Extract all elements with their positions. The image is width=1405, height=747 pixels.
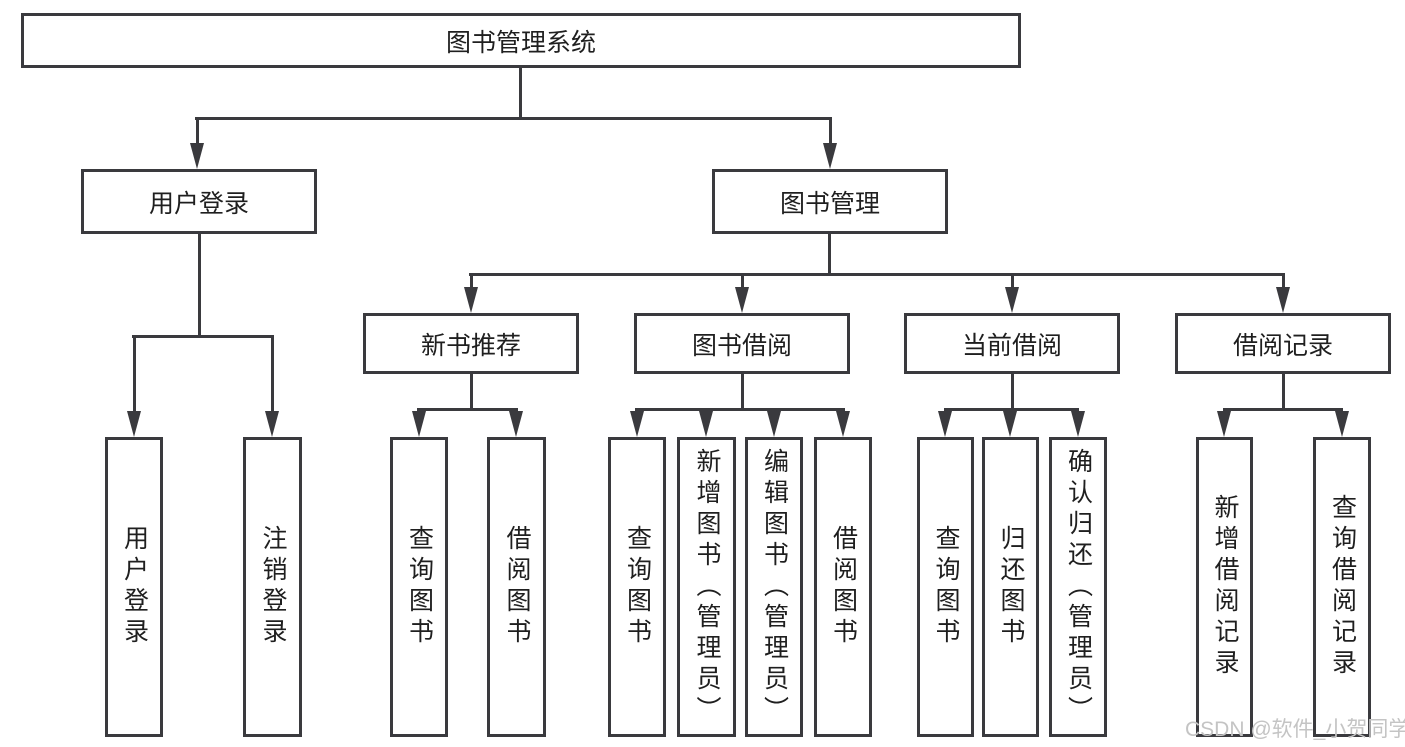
leaf-logout-action: 注销登录 [243, 437, 302, 737]
node-new-book-recommend-label: 新书推荐 [420, 331, 521, 360]
leaf-add-books-admin: 新增图书（管理员） [677, 437, 736, 737]
leaf-return-books-label: 归还图书 [997, 525, 1025, 649]
node-book-management: 图书管理 [712, 169, 948, 234]
leaf-confirm-return-admin-label: 确认归还（管理员） [1064, 447, 1093, 727]
node-book-management-label: 图书管理 [779, 189, 880, 218]
leaf-user-login-action-label: 用户登录 [120, 525, 149, 649]
arrowhead-g5-query [1335, 411, 1349, 437]
connector-drop-book-management [829, 117, 832, 143]
arrowhead-g4-confirm [1071, 411, 1085, 437]
arrowhead-new-book [464, 287, 478, 313]
arrowhead-current-borrowing [1005, 287, 1019, 313]
node-book-borrowing-label: 图书借阅 [691, 331, 792, 360]
leaf-return-books: 归还图书 [982, 437, 1039, 737]
node-library-system: 图书管理系统 [21, 13, 1021, 68]
arrowhead-user-login [190, 143, 204, 169]
arrowhead-g3-add [699, 411, 713, 437]
connector-borrowing-records-bar [1223, 408, 1343, 411]
connector-drop-login-leaf [133, 335, 136, 411]
arrowhead-g2-borrow [509, 411, 523, 437]
leaf-edit-books-admin: 编辑图书（管理员） [745, 437, 803, 737]
arrowhead-logout-leaf [265, 411, 279, 437]
leaf-borrow-books-1: 借阅图书 [487, 437, 546, 737]
leaf-borrow-books-1-label: 借阅图书 [503, 525, 531, 649]
arrowhead-g4-query [938, 411, 952, 437]
connector-drop-new-book [470, 273, 473, 287]
leaf-borrow-books-2-label: 借阅图书 [829, 525, 858, 649]
node-current-borrowing-label: 当前借阅 [961, 331, 1062, 360]
leaf-add-borrow-record: 新增借阅记录 [1196, 437, 1253, 737]
connector-book-borrowing-stem [741, 374, 744, 408]
arrowhead-g4-return [1003, 411, 1017, 437]
connector-new-book-stem [470, 374, 473, 408]
arrowhead-login-leaf [127, 411, 141, 437]
leaf-query-borrow-record-label: 查询借阅记录 [1328, 494, 1357, 680]
leaf-add-books-admin-label: 新增图书（管理员） [693, 447, 721, 727]
arrowhead-g3-query [630, 411, 644, 437]
connector-level3-bar [469, 273, 1285, 276]
leaf-add-borrow-record-label: 新增借阅记录 [1211, 494, 1239, 680]
arrowhead-book-borrowing [735, 287, 749, 313]
node-book-borrowing: 图书借阅 [634, 313, 850, 374]
node-current-borrowing: 当前借阅 [904, 313, 1120, 374]
leaf-query-books-3-label: 查询图书 [932, 525, 960, 649]
leaf-query-books-3: 查询图书 [917, 437, 974, 737]
connector-new-book-bar [417, 408, 518, 411]
connector-current-borrowing-stem [1011, 374, 1014, 408]
leaf-query-books-1: 查询图书 [390, 437, 448, 737]
arrowhead-g3-edit [767, 411, 781, 437]
connector-user-login-stem [198, 234, 201, 335]
watermark-text: CSDN @软件_小贺同学 [1185, 718, 1405, 741]
leaf-logout-action-label: 注销登录 [259, 525, 287, 649]
connector-drop-logout-leaf [271, 335, 274, 411]
connector-level2-bar [195, 117, 832, 120]
leaf-query-books-2: 查询图书 [608, 437, 666, 737]
connector-book-management-stem [828, 234, 831, 273]
leaf-query-books-2-label: 查询图书 [623, 525, 652, 649]
connector-root-stem [519, 68, 522, 117]
leaf-borrow-books-2: 借阅图书 [814, 437, 872, 737]
connector-drop-borrowing-records [1282, 273, 1285, 287]
connector-book-borrowing-bar [635, 408, 845, 411]
connector-drop-current-borrowing [1011, 273, 1014, 287]
arrowhead-g2-query [412, 411, 426, 437]
arrowhead-book-management [823, 143, 837, 169]
node-library-system-label: 图书管理系统 [445, 28, 596, 57]
leaf-query-books-1-label: 查询图书 [405, 525, 434, 649]
leaf-user-login-action: 用户登录 [105, 437, 163, 737]
arrowhead-borrowing-records [1276, 287, 1290, 313]
connector-drop-user-login [196, 117, 199, 143]
arrowhead-g3-borrow [836, 411, 850, 437]
node-new-book-recommend: 新书推荐 [363, 313, 579, 374]
leaf-query-borrow-record: 查询借阅记录 [1313, 437, 1371, 737]
node-user-login-label: 用户登录 [148, 189, 249, 218]
arrowhead-g5-add [1217, 411, 1231, 437]
connector-borrowing-records-stem [1282, 374, 1285, 408]
node-borrowing-records: 借阅记录 [1175, 313, 1391, 374]
connector-user-login-bar [132, 335, 273, 338]
node-user-login: 用户登录 [81, 169, 317, 234]
connector-current-borrowing-bar [944, 408, 1079, 411]
node-borrowing-records-label: 借阅记录 [1232, 331, 1333, 360]
leaf-confirm-return-admin: 确认归还（管理员） [1049, 437, 1107, 737]
connector-drop-book-borrowing [741, 273, 744, 287]
leaf-edit-books-admin-label: 编辑图书（管理员） [760, 447, 789, 727]
